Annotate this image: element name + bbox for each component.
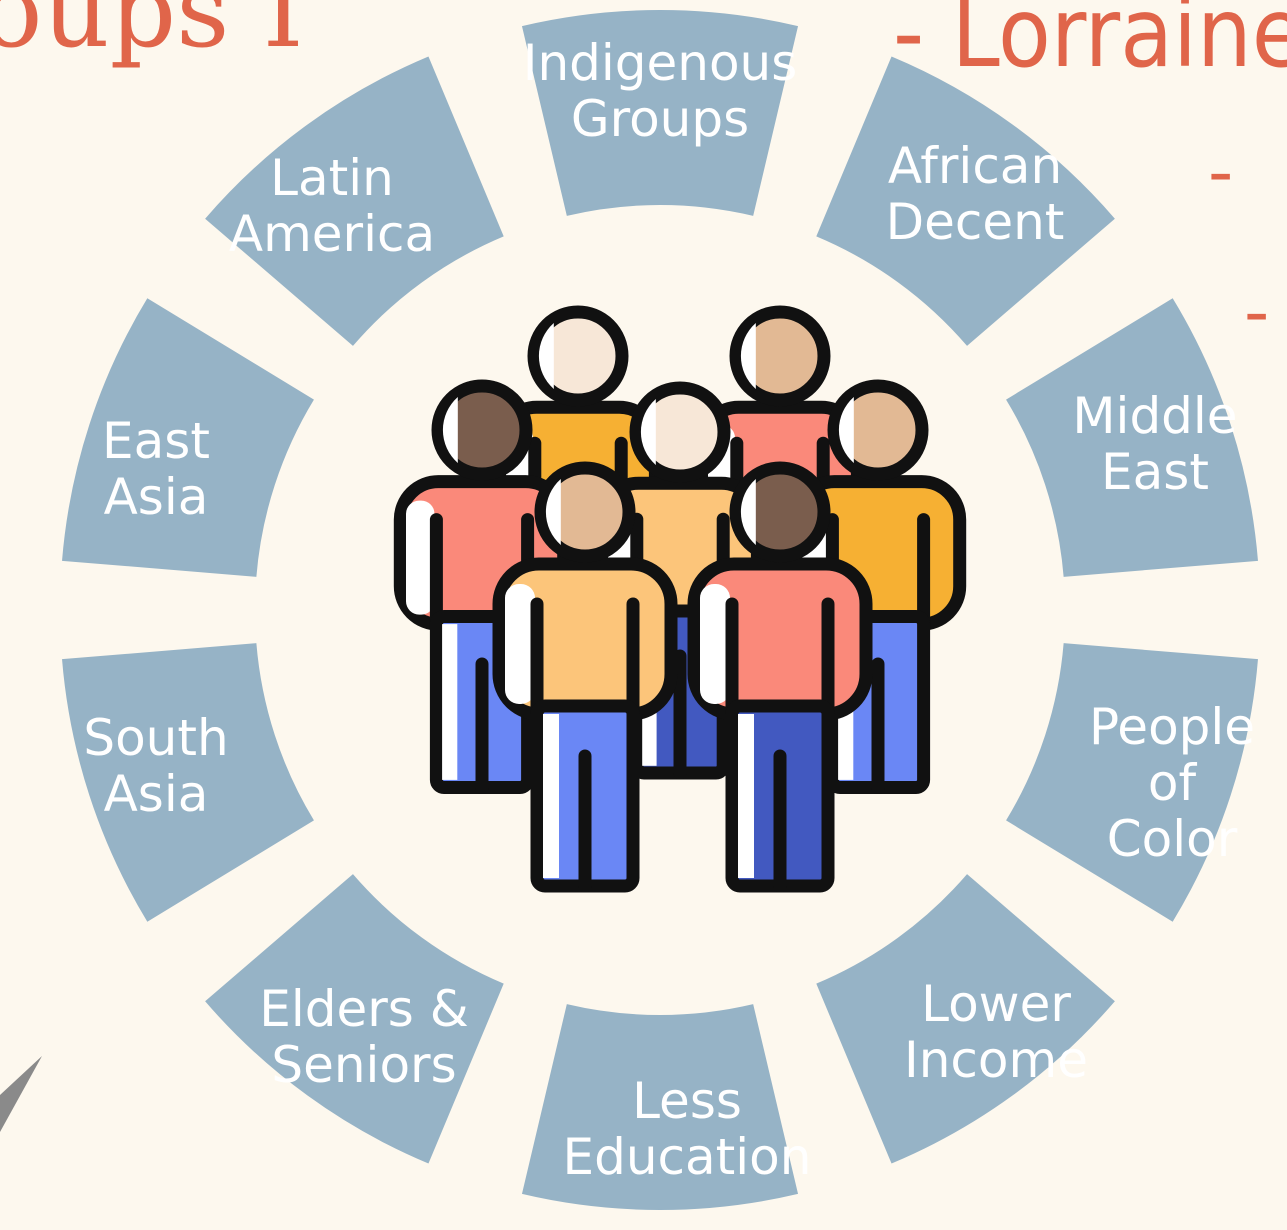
segment-wedge <box>1006 298 1258 577</box>
person-figure <box>492 461 678 893</box>
segment-wedge <box>205 56 504 346</box>
person-figure <box>789 379 967 794</box>
segment-wedge <box>521 1004 799 1210</box>
segment-label: South <box>83 709 228 767</box>
person-figure <box>687 461 873 893</box>
segment-wedge <box>816 874 1115 1164</box>
segment-wedge <box>205 874 504 1164</box>
segment-label: America <box>229 205 435 263</box>
title-dash-1: - <box>1208 131 1233 213</box>
segment-wedge <box>62 298 314 577</box>
segment-label: Less <box>632 1072 742 1130</box>
segment-label: Education <box>563 1128 812 1186</box>
title-right-fragment: - Lorraine <box>893 0 1287 89</box>
segment-wedge <box>1006 643 1258 922</box>
arrow-icon <box>0 1056 42 1132</box>
segment-wedge <box>521 10 799 216</box>
segment-label: Indigenous <box>523 34 798 92</box>
segment-wedge <box>816 56 1115 346</box>
segment-label: Seniors <box>271 1036 456 1094</box>
segment-wedge <box>62 643 314 922</box>
ring-segment: Elders &Seniors <box>205 874 504 1164</box>
segment-label: People <box>1089 698 1255 756</box>
segment-label: Decent <box>886 193 1065 251</box>
segment-label: African <box>888 137 1062 195</box>
group-of-people-icon <box>393 305 967 893</box>
category-ring: IndigenousGroupsAfricanDecentMiddleEastP… <box>62 10 1258 1210</box>
segment-label: East <box>102 412 210 470</box>
segment-label: Middle <box>1072 387 1237 445</box>
segment-label: Elders & <box>259 980 468 1038</box>
segment-label: Color <box>1107 810 1238 868</box>
segment-label: Income <box>904 1031 1088 1089</box>
title-dash-2: - <box>1244 271 1269 353</box>
segment-label: of <box>1148 754 1198 812</box>
segment-label: East <box>1101 443 1209 501</box>
segment-label: Lower <box>921 975 1071 1033</box>
segment-label: Asia <box>104 765 209 823</box>
segment-label: Latin <box>270 149 394 207</box>
title-left-fragment: oups I <box>0 0 304 71</box>
segment-label: Asia <box>104 468 209 526</box>
segment-label: Groups <box>571 90 749 148</box>
